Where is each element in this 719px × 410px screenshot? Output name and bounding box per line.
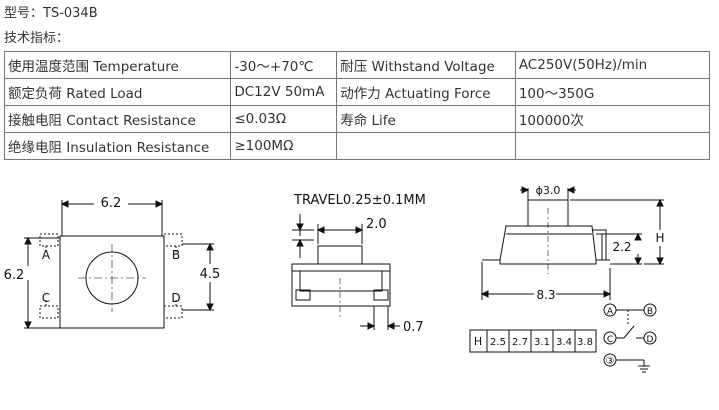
terminal-d-label: D: [647, 335, 654, 345]
lead-width-label: 0.7: [403, 320, 424, 335]
terminal-c-label: C: [607, 335, 613, 345]
diameter-label: ϕ3.0: [536, 184, 561, 197]
side-view: [291, 214, 400, 330]
top-width-label: 6.2: [101, 196, 122, 211]
spec-value-actuating-force: 100～350G: [514, 78, 711, 106]
spec-value-withstand-voltage: AC250V(50Hz)/min: [514, 51, 711, 79]
spec-empty-cell: [336, 132, 516, 160]
spec-label-rated-load: 额定负荷 Rated Load: [3, 78, 232, 106]
spec-value-insulation-resistance: ≥100MΩ: [230, 132, 338, 160]
body-height-label: 2.2: [612, 240, 631, 254]
height-table-header: H: [474, 335, 482, 348]
pad-a-label: A: [42, 248, 51, 262]
spec-label-withstand-voltage: 耐压 Withstand Voltage: [336, 51, 516, 79]
pad-d-label: D: [171, 291, 180, 305]
height-option: 3.4: [556, 337, 572, 348]
spec-value-contact-resistance: ≤0.03Ω: [230, 105, 338, 133]
top-view: [24, 200, 214, 330]
terminal-b-label: B: [647, 307, 653, 317]
spec-row-rated-load: 额定负荷 Rated Load DC12V 50mA 动作力 Actuating…: [3, 78, 711, 106]
spec-label-temperature: 使用温度范围 Temperature: [3, 51, 232, 79]
spec-label-actuating-force: 动作力 Actuating Force: [336, 78, 516, 106]
spec-table: 使用温度范围 Temperature -30～+70℃ 耐压 Withstand…: [3, 51, 711, 160]
spec-label-life: 寿命 Life: [336, 105, 516, 133]
pad-c-label: C: [42, 291, 50, 305]
tech-spec-title: 技术指标：: [4, 31, 70, 46]
spec-empty-cell: [514, 132, 711, 160]
model-number: 型号：TS-034B: [4, 6, 98, 21]
travel-label: TRAVEL0.25±0.1MM: [293, 193, 426, 208]
pad-span-label: 4.5: [200, 267, 221, 282]
spec-value-temperature: -30～+70℃: [230, 51, 338, 79]
pad-b-label: B: [172, 248, 180, 262]
height-table: [469, 329, 597, 353]
spec-row-insulation-resistance: 绝缘电阻 Insulation Resistance ≥100MΩ: [3, 132, 711, 160]
total-height-label: H: [655, 231, 664, 245]
end-view: [480, 186, 664, 300]
top-height-label: 6.2: [4, 268, 25, 283]
height-option: 3.1: [534, 337, 550, 348]
mechanical-drawing: 6.2 6.2 4.5 A B C D TRAVEL0.25±0.1MM 2.0…: [4, 184, 665, 373]
spec-row-contact-resistance: 接触电阻 Contact Resistance ≤0.03Ω 寿命 Life 1…: [3, 105, 711, 133]
terminal-a-label: A: [607, 307, 614, 317]
height-option: 2.7: [512, 337, 528, 348]
height-option: 2.5: [490, 337, 506, 348]
spec-value-rated-load: DC12V 50mA: [230, 78, 338, 106]
spec-label-contact-resistance: 接触电阻 Contact Resistance: [3, 105, 232, 133]
spec-label-insulation-resistance: 绝缘电阻 Insulation Resistance: [3, 132, 232, 160]
height-option: 3.8: [577, 337, 593, 348]
spec-value-life: 100000次: [514, 105, 711, 133]
switch-schematic: [603, 303, 657, 373]
plunger-width-label: 2.0: [366, 217, 387, 232]
length-label: 8.3: [536, 288, 555, 302]
terminal-3-label: ③: [606, 356, 615, 367]
spec-row-temperature: 使用温度范围 Temperature -30～+70℃ 耐压 Withstand…: [3, 51, 711, 79]
